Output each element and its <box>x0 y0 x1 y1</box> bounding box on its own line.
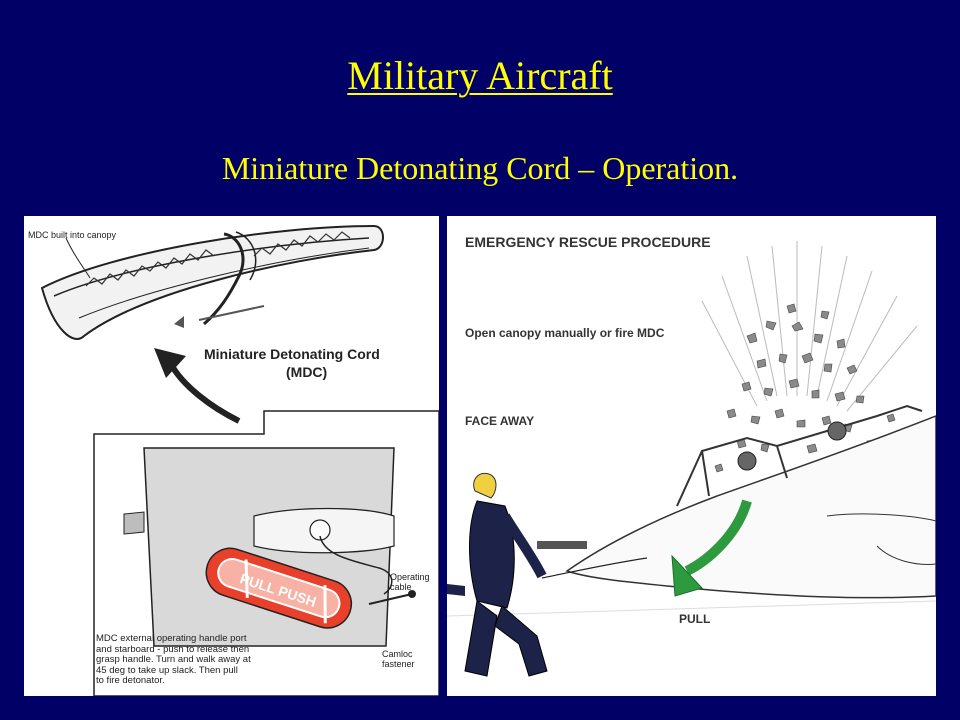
rescue-cable <box>541 557 648 579</box>
pointer-arrow-shaft <box>169 364 241 424</box>
wing-root <box>826 513 936 522</box>
canopy-marker-icon <box>174 316 184 328</box>
mdc-illustration-panel: PULL PUSH MDC built into canopy Miniatur… <box>24 216 439 696</box>
handle-caption: MDC external operating handle port and s… <box>96 633 251 687</box>
rescue-step-face-away: FACE AWAY <box>465 414 535 428</box>
canopy-marker-stripe <box>198 305 265 321</box>
operating-cable-label-line2: cable <box>390 582 412 592</box>
rear-crew-helmet <box>827 421 847 441</box>
camloc-fastener <box>368 593 413 605</box>
aircraft-fuselage <box>565 415 936 599</box>
rescue-heading: EMERGENCY RESCUE PROCEDURE <box>465 234 711 250</box>
operating-cable-label-line1: Operating <box>390 572 430 582</box>
caption-line: grasp handle. Turn and walk away at <box>96 654 251 665</box>
rescue-procedure-panel: EMERGENCY RESCUE PROCEDURE Open canopy m… <box>447 216 936 696</box>
pull-label: PULL <box>679 612 711 626</box>
canopy-fragments <box>714 303 896 473</box>
canopy-bow-inner <box>235 231 257 281</box>
operating-cable <box>319 535 393 595</box>
rescuer-leg-front <box>494 605 548 677</box>
rescuer-leg-back <box>464 600 498 677</box>
pilot-helmet <box>737 451 757 471</box>
caption-line: and starboard - push to release then <box>96 643 250 655</box>
pull-arrow-head-icon <box>671 554 703 597</box>
canopy-frame <box>40 224 384 340</box>
explosion-rays <box>701 241 918 412</box>
skin-bracket <box>123 511 145 535</box>
rescue-step-open-canopy: Open canopy manually or fire MDC <box>465 326 665 340</box>
mdc-label-line2: (MDC) <box>286 364 328 380</box>
mdc-cord-forward <box>85 249 215 287</box>
caption-line: MDC external operating handle port <box>96 633 247 644</box>
mdc-label-line1: Miniature Detonating Cord <box>204 346 380 362</box>
canopy-lower-line <box>78 247 370 319</box>
canopy-label: MDC built into canopy <box>28 230 117 240</box>
slide-subtitle: Miniature Detonating Cord – Operation. <box>221 150 739 186</box>
pointer-arrow-head-icon <box>154 348 186 378</box>
camloc-label-line1: Camloc <box>382 649 413 659</box>
nose-probe <box>537 541 587 549</box>
mdc-cord-aft <box>253 231 351 257</box>
canopy-edge-line <box>53 237 370 297</box>
rescue-illustration <box>447 241 936 677</box>
windscreen-post <box>701 450 710 497</box>
canopy-label-leader <box>65 237 91 279</box>
rescuer-other-arm <box>447 584 465 596</box>
rescuer-arm <box>500 513 547 579</box>
caption-line: 45 deg to take up slack. Then pull <box>96 664 238 676</box>
canopy-divider <box>776 445 788 479</box>
canopy-bow <box>203 232 245 326</box>
rescuer-helmet <box>473 472 497 499</box>
rescuer-figure <box>447 472 548 677</box>
caption-line: to fire detonator. <box>96 675 165 686</box>
intake-line <box>876 545 936 565</box>
pull-arrow-shaft <box>684 499 752 576</box>
mdc-handle: PULL PUSH <box>205 547 353 629</box>
camloc-label-line2: fastener <box>382 659 415 669</box>
recess-fitting <box>309 519 331 541</box>
camloc-head <box>408 590 416 598</box>
mdc-illustration: PULL PUSH <box>40 224 439 696</box>
slide-title: Military Aircraft <box>347 53 613 98</box>
